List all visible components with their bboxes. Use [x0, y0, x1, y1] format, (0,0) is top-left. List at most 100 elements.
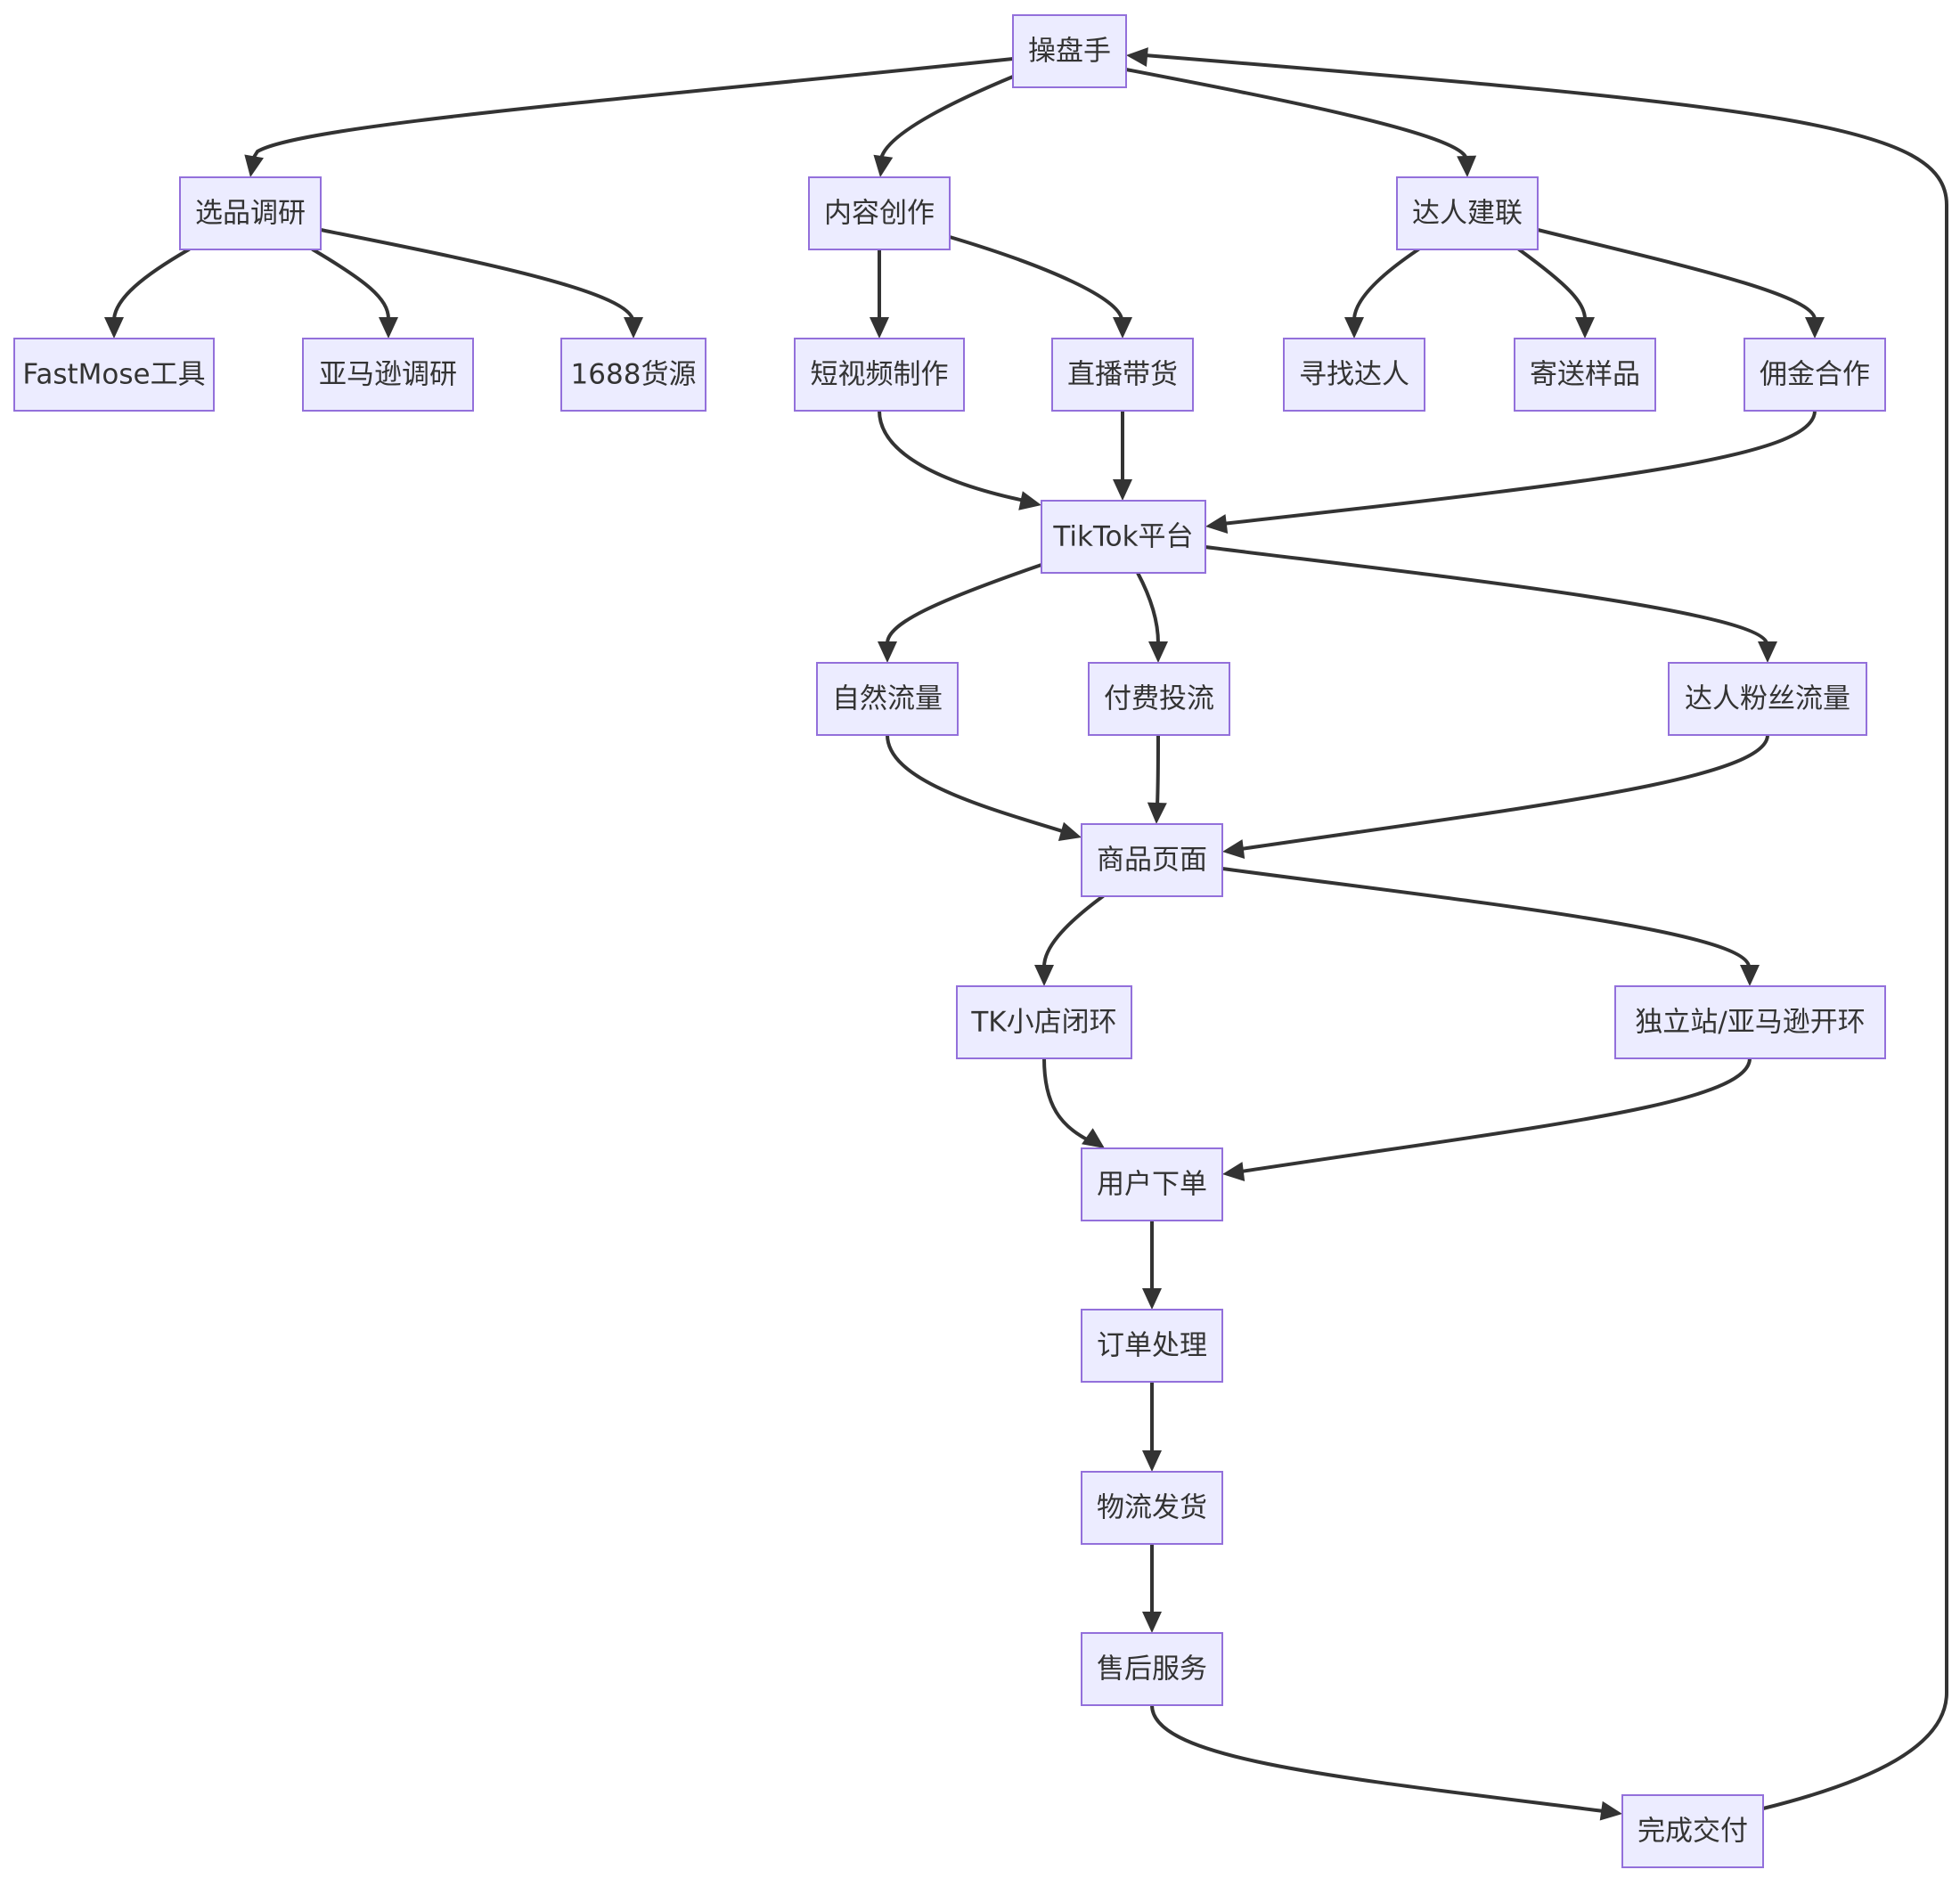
edge-line: [1124, 68, 1467, 159]
arrowhead-icon: [1222, 839, 1245, 859]
arrowhead-icon: [870, 317, 889, 339]
node-dingdan[interactable]: 订单处理: [1081, 1309, 1223, 1383]
edge-tkxiaodian-to-xiadan: [1042, 1057, 1105, 1148]
edge-line: [948, 235, 1123, 321]
arrowhead-icon: [1113, 317, 1132, 339]
node-box: [1081, 1309, 1223, 1383]
node-tkxiaodian[interactable]: TK小店闭环: [956, 985, 1132, 1059]
edge-line: [1156, 733, 1160, 807]
node-box: [816, 662, 959, 736]
node-label: 寻找达人: [1299, 359, 1409, 391]
node-box: [1396, 176, 1539, 250]
node-box: [1668, 662, 1867, 736]
edges-layer: [104, 47, 1948, 1821]
arrowhead-icon: [1082, 1128, 1105, 1148]
node-label: 亚马逊调研: [319, 359, 457, 391]
node-box: [179, 176, 322, 250]
node-duanshipin[interactable]: 短视频制作: [794, 338, 965, 412]
node-zhibo[interactable]: 直播带货: [1051, 338, 1194, 412]
edge-line: [1517, 248, 1587, 321]
edge-shangpin-to-tkxiaodian: [1034, 894, 1105, 986]
node-label: 订单处理: [1097, 1330, 1207, 1362]
edge-line: [311, 248, 390, 321]
edge-line: [1042, 894, 1105, 968]
edge-tiktok-to-fufei: [1136, 571, 1168, 663]
arrowhead-icon: [1142, 1612, 1162, 1633]
edge-caopanshou-to-xuanpin: [244, 57, 1015, 177]
edge-tiktok-to-ziran: [878, 563, 1043, 663]
node-box: [1081, 1147, 1223, 1221]
arrowhead-icon: [1222, 1162, 1245, 1181]
node-darenfensi[interactable]: 达人粉丝流量: [1668, 662, 1867, 736]
node-amazon[interactable]: 亚马逊调研: [302, 338, 474, 412]
node-box: [1621, 1794, 1764, 1868]
node-caopanshou[interactable]: 操盘手: [1012, 14, 1127, 88]
edge-shouhou-to-jiaofu: [1150, 1703, 1622, 1821]
edge-line: [880, 75, 1015, 158]
node-dulizhan[interactable]: 独立站/亚马逊开环: [1614, 985, 1886, 1059]
arrowhead-icon: [379, 317, 398, 339]
node-label: 物流发货: [1097, 1492, 1207, 1524]
arrowhead-icon: [104, 317, 124, 339]
node-shangpin[interactable]: 商品页面: [1081, 823, 1223, 897]
arrowhead-icon: [1758, 641, 1777, 663]
edge-line: [1239, 1057, 1752, 1173]
arrowhead-icon: [1142, 1450, 1162, 1472]
node-1688[interactable]: 1688货源: [560, 338, 706, 412]
node-daren[interactable]: 达人建联: [1396, 176, 1539, 250]
edge-fufei-to-shangpin: [1147, 733, 1167, 824]
node-box: [1088, 662, 1230, 736]
node-label: TK小店闭环: [970, 1007, 1116, 1039]
edge-line: [1536, 228, 1817, 321]
node-jiaofu[interactable]: 完成交付: [1621, 1794, 1764, 1868]
node-box: [956, 985, 1132, 1059]
node-label: 达人建联: [1412, 198, 1523, 230]
edge-neirong-to-zhibo: [948, 235, 1132, 339]
edge-duanshipin-to-tiktok: [878, 409, 1041, 510]
node-xiadan[interactable]: 用户下单: [1081, 1147, 1223, 1221]
node-xuanpin[interactable]: 选品调研: [179, 176, 322, 250]
node-box: [1041, 500, 1206, 574]
arrowhead-icon: [1142, 1288, 1162, 1310]
edge-daren-to-jisong: [1517, 248, 1595, 339]
node-yongjin[interactable]: 佣金合作: [1744, 338, 1886, 412]
node-box: [13, 338, 215, 412]
node-label: 1688货源: [571, 359, 697, 391]
node-tiktok[interactable]: TikTok平台: [1041, 500, 1206, 574]
node-label: 自然流量: [832, 683, 943, 715]
edge-line: [1042, 1057, 1094, 1144]
edge-dulizhan-to-xiadan: [1222, 1057, 1752, 1181]
node-neirong[interactable]: 内容创作: [808, 176, 951, 250]
node-box: [1614, 985, 1886, 1059]
node-ziran[interactable]: 自然流量: [816, 662, 959, 736]
edge-line: [1204, 545, 1768, 645]
node-fufei[interactable]: 付费投流: [1088, 662, 1230, 736]
arrowhead-icon: [1148, 641, 1168, 663]
node-shouhou[interactable]: 售后服务: [1081, 1632, 1223, 1706]
edge-line: [1136, 571, 1160, 645]
arrowhead-icon: [1805, 317, 1825, 339]
node-label: 操盘手: [1028, 36, 1111, 68]
edge-line: [1221, 867, 1751, 968]
node-wuliu[interactable]: 物流发货: [1081, 1471, 1223, 1545]
arrowhead-icon: [1457, 155, 1477, 177]
arrowhead-icon: [1147, 802, 1167, 824]
edge-dingdan-to-wuliu: [1142, 1380, 1162, 1472]
node-label: 内容创作: [824, 198, 935, 230]
edge-line: [878, 409, 1026, 502]
arrowhead-icon: [1018, 491, 1041, 510]
arrowhead-icon: [1058, 821, 1082, 841]
edge-caopanshou-to-neirong: [873, 75, 1015, 177]
node-box: [560, 338, 706, 412]
node-jisong[interactable]: 寄送样品: [1514, 338, 1656, 412]
node-label: 直播带货: [1067, 359, 1178, 391]
node-xunzhao[interactable]: 寻找达人: [1283, 338, 1425, 412]
node-label: 商品页面: [1097, 845, 1207, 877]
node-box: [1283, 338, 1425, 412]
node-fastmose[interactable]: FastMose工具: [13, 338, 215, 412]
edge-line: [251, 57, 1015, 160]
node-box: [1514, 338, 1656, 412]
edge-shangpin-to-dulizhan: [1221, 867, 1760, 986]
